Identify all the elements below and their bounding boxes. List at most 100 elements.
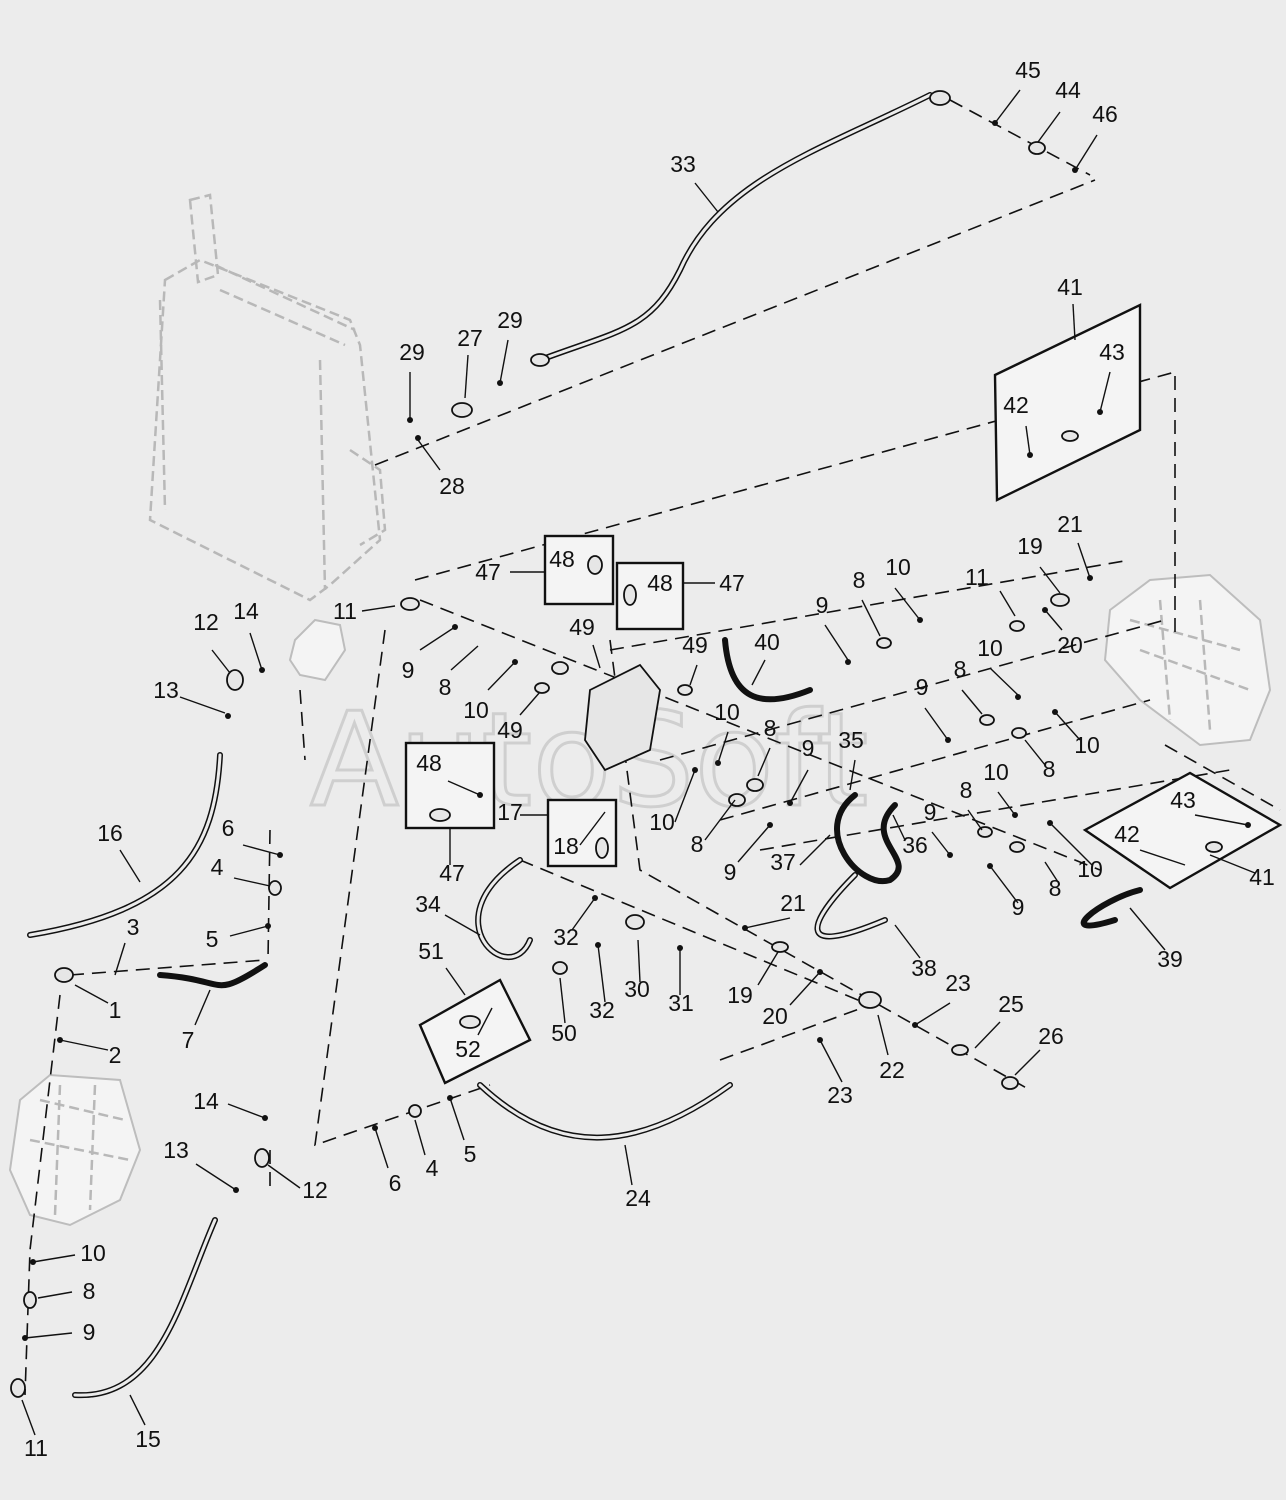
callout-46: 46 bbox=[1092, 101, 1118, 127]
callout-35: 35 bbox=[838, 727, 864, 753]
callout-9: 9 bbox=[924, 799, 937, 825]
callout-48: 48 bbox=[549, 546, 575, 572]
callout-9: 9 bbox=[802, 735, 815, 761]
callout-41: 41 bbox=[1249, 864, 1275, 890]
callout-5: 5 bbox=[464, 1141, 477, 1167]
callout-20: 20 bbox=[762, 1003, 788, 1029]
callout-12: 12 bbox=[302, 1177, 328, 1203]
callout-7: 7 bbox=[182, 1027, 195, 1053]
callout-8: 8 bbox=[853, 567, 866, 593]
detail-box-51 bbox=[418, 978, 532, 1085]
hydraulic-tank-ghost bbox=[148, 193, 387, 602]
callout-13: 13 bbox=[153, 677, 179, 703]
callout-17: 17 bbox=[497, 799, 523, 825]
callout-40: 40 bbox=[754, 629, 780, 655]
callout-9: 9 bbox=[402, 657, 415, 683]
callout-10: 10 bbox=[80, 1240, 106, 1266]
fittings bbox=[10, 90, 1223, 1398]
leader-lines bbox=[21, 89, 1256, 1436]
callout-8: 8 bbox=[954, 656, 967, 682]
callout-14: 14 bbox=[193, 1088, 219, 1114]
callout-45: 45 bbox=[1015, 57, 1041, 83]
callout-29: 29 bbox=[497, 307, 523, 333]
central-manifold bbox=[584, 663, 661, 772]
callout-47: 47 bbox=[439, 860, 465, 886]
callout-12: 12 bbox=[193, 609, 219, 635]
callout-39: 39 bbox=[1157, 946, 1183, 972]
callout-28: 28 bbox=[439, 473, 465, 499]
callout-1: 1 bbox=[109, 997, 122, 1023]
callout-5: 5 bbox=[206, 926, 219, 952]
callout-15: 15 bbox=[135, 1426, 161, 1452]
callout-10: 10 bbox=[714, 699, 740, 725]
callout-41: 41 bbox=[1057, 274, 1083, 300]
callout-29: 29 bbox=[399, 339, 425, 365]
callout-32: 32 bbox=[553, 924, 579, 950]
callout-43: 43 bbox=[1170, 787, 1196, 813]
detail-boxes bbox=[404, 303, 1283, 1085]
callout-9: 9 bbox=[916, 674, 929, 700]
callout-49: 49 bbox=[497, 717, 523, 743]
callout-8: 8 bbox=[1049, 875, 1062, 901]
callout-26: 26 bbox=[1038, 1023, 1064, 1049]
callout-3: 3 bbox=[127, 914, 140, 940]
callout-8: 8 bbox=[439, 674, 452, 700]
detail-box-41-upper bbox=[993, 303, 1142, 502]
callout-10: 10 bbox=[885, 554, 911, 580]
callout-38: 38 bbox=[911, 955, 937, 981]
callout-47: 47 bbox=[475, 559, 501, 585]
callout-49: 49 bbox=[569, 614, 595, 640]
callout-20: 20 bbox=[1057, 632, 1083, 658]
callout-31: 31 bbox=[668, 990, 694, 1016]
callout-11: 11 bbox=[965, 564, 989, 590]
callout-47: 47 bbox=[719, 570, 745, 596]
callout-13: 13 bbox=[163, 1137, 189, 1163]
callout-8: 8 bbox=[83, 1278, 96, 1304]
callout-48: 48 bbox=[647, 570, 673, 596]
callout-19: 19 bbox=[1017, 533, 1043, 559]
assembly-lines bbox=[24, 99, 1281, 1396]
callout-19: 19 bbox=[727, 982, 753, 1008]
callout-42: 42 bbox=[1003, 392, 1029, 418]
callout-2: 2 bbox=[109, 1042, 122, 1068]
callout-8: 8 bbox=[960, 777, 973, 803]
leader-dots bbox=[22, 120, 1251, 1341]
callout-10: 10 bbox=[649, 809, 675, 835]
manifold-block-ghost bbox=[288, 618, 347, 682]
callout-10: 10 bbox=[977, 635, 1003, 661]
callout-11: 11 bbox=[333, 598, 357, 624]
callout-8: 8 bbox=[1043, 756, 1056, 782]
callout-23: 23 bbox=[827, 1082, 853, 1108]
callout-51: 51 bbox=[418, 938, 444, 964]
callout-9: 9 bbox=[816, 592, 829, 618]
callout-25: 25 bbox=[998, 991, 1024, 1017]
callout-43: 43 bbox=[1099, 339, 1125, 365]
detail-box-41-lower bbox=[1082, 771, 1283, 890]
callout-30: 30 bbox=[624, 976, 650, 1002]
callout-37: 37 bbox=[770, 849, 796, 875]
callout-32: 32 bbox=[589, 997, 615, 1023]
callout-23: 23 bbox=[945, 970, 971, 996]
control-valve-ghost-right bbox=[1103, 573, 1272, 747]
callout-34: 34 bbox=[415, 891, 441, 917]
callout-49: 49 bbox=[682, 632, 708, 658]
callout-10: 10 bbox=[1077, 856, 1103, 882]
callout-9: 9 bbox=[724, 859, 737, 885]
callout-16: 16 bbox=[97, 820, 123, 846]
callout-50: 50 bbox=[551, 1020, 577, 1046]
callout-8: 8 bbox=[691, 831, 704, 857]
callout-21: 21 bbox=[1057, 511, 1083, 537]
callout-10: 10 bbox=[983, 759, 1009, 785]
callout-36: 36 bbox=[902, 832, 928, 858]
callout-44: 44 bbox=[1055, 77, 1081, 103]
callout-4: 4 bbox=[211, 854, 224, 880]
callout-48: 48 bbox=[416, 750, 442, 776]
callout-52: 52 bbox=[455, 1036, 481, 1062]
callout-10: 10 bbox=[463, 697, 489, 723]
control-valve-ghost-left bbox=[8, 1073, 142, 1227]
callout-9: 9 bbox=[83, 1319, 96, 1345]
callout-6: 6 bbox=[222, 815, 235, 841]
